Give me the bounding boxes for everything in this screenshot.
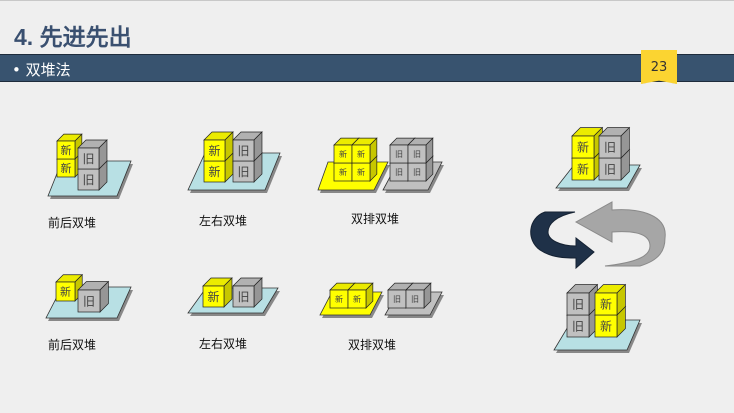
caption-front-back-top: 前后双堆 [48, 216, 97, 230]
old-label: 旧 [604, 141, 616, 155]
new-label: 新 [577, 140, 589, 155]
new-label: 新 [577, 162, 589, 177]
old-label: 旧 [395, 168, 403, 177]
old-goods-box: 旧 [598, 126, 631, 159]
old-label: 旧 [413, 168, 421, 177]
old-label: 旧 [572, 320, 584, 334]
old-goods-box: 旧 [405, 282, 432, 309]
gray-curved-arrow-icon [574, 201, 666, 267]
new-goods-box: 新 [202, 277, 233, 308]
old-label: 旧 [82, 152, 94, 166]
old-goods-box: 旧 [77, 139, 108, 170]
old-label: 旧 [237, 290, 249, 304]
new-label: 新 [600, 297, 612, 312]
old-label: 旧 [393, 295, 401, 304]
new-label: 新 [600, 319, 612, 334]
new-goods-box: 新 [347, 282, 374, 309]
caption-left-right-top: 左右双堆 [199, 214, 248, 228]
old-label: 旧 [395, 150, 403, 159]
new-label: 新 [357, 149, 365, 159]
new-label: 新 [61, 161, 72, 175]
old-label: 旧 [604, 163, 616, 177]
top-border [0, 0, 734, 1]
slide-title: 4. 先进先出 [14, 24, 132, 50]
new-label: 新 [357, 167, 365, 177]
old-label: 旧 [82, 173, 94, 187]
new-label: 新 [208, 164, 220, 179]
old-goods-box: 旧 [566, 283, 599, 316]
section-bar: • 双堆法 [0, 54, 734, 82]
new-label: 新 [339, 149, 347, 159]
old-label: 旧 [572, 298, 584, 312]
new-label: 新 [335, 294, 343, 304]
old-label: 旧 [237, 144, 249, 158]
old-label: 旧 [83, 295, 95, 309]
old-goods-box: 旧 [407, 137, 434, 164]
old-goods-box: 旧 [232, 131, 263, 162]
caption-left-right-bottom: 左右双堆 [199, 337, 248, 351]
page-number-badge: 23 [641, 50, 677, 84]
new-goods-box: 新 [351, 137, 378, 164]
new-label: 新 [208, 143, 220, 158]
new-label: 新 [353, 294, 361, 304]
caption-double-row-bottom: 双排双堆 [348, 338, 397, 352]
caption-double-row-top: 双排双堆 [351, 212, 400, 226]
old-label: 旧 [237, 165, 249, 179]
new-goods-box: 新 [203, 131, 234, 162]
new-label: 新 [60, 285, 71, 299]
new-label: 新 [61, 143, 72, 157]
section-heading: • 双堆法 [12, 61, 71, 79]
navy-curved-arrow-icon [530, 211, 595, 270]
new-label: 新 [207, 289, 219, 304]
old-label: 旧 [411, 295, 419, 304]
new-label: 新 [339, 167, 347, 177]
rotation-arrows [530, 201, 666, 270]
caption-front-back-bottom: 前后双堆 [48, 338, 97, 352]
new-goods-box: 新 [594, 283, 627, 316]
old-goods-box: 旧 [77, 280, 110, 313]
new-goods-box: 新 [571, 126, 604, 159]
old-label: 旧 [413, 150, 421, 159]
old-goods-box: 旧 [232, 277, 263, 308]
